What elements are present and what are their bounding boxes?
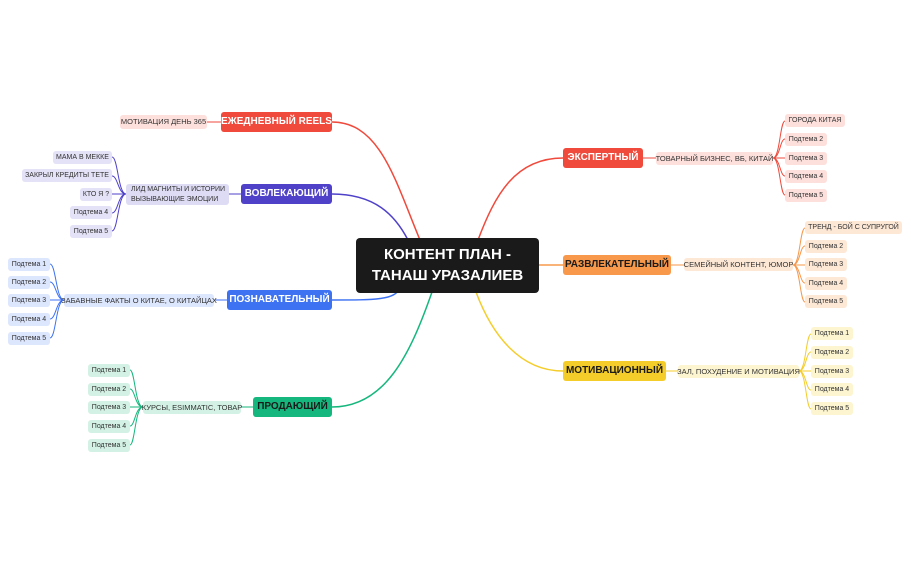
- leaf-expert-4[interactable]: Подтема 4: [785, 170, 827, 183]
- leaf-expert-2[interactable]: Подтема 2: [785, 133, 827, 146]
- leaf-motivational-2[interactable]: Подтема 2: [811, 346, 853, 359]
- leaf-selling-5[interactable]: Подтема 5: [88, 439, 130, 452]
- leaf-selling-3[interactable]: Подтема 3: [88, 401, 130, 414]
- branch-engaging[interactable]: ВОВЛЕКАЮЩИЙ: [241, 184, 332, 204]
- leaf-motivational-1[interactable]: Подтема 1: [811, 327, 853, 340]
- leaf-entertaining-5[interactable]: Подтема 5: [805, 295, 847, 308]
- root-topic[interactable]: КОНТЕНТ ПЛАН - ТАНАШ УРАЗАЛИЕВ: [356, 238, 539, 293]
- leaf-entertaining-1[interactable]: ТРЕНД - БОЙ С СУПРУГОЙ: [805, 221, 902, 234]
- leaf-engaging-2[interactable]: ЗАКРЫЛ КРЕДИТЫ ТЕТЕ: [22, 169, 112, 182]
- leaf-motivational-3[interactable]: Подтема 3: [811, 365, 853, 378]
- connector-motivational: [475, 291, 564, 372]
- leaf-cognitive-2[interactable]: Подтема 2: [8, 276, 50, 289]
- branch-daily-reels[interactable]: ЕЖЕДНЕВНЫЙ REELS: [221, 112, 332, 132]
- leaf-engaging-1[interactable]: МАМА В МЕККЕ: [53, 151, 112, 164]
- leaf-engaging-5[interactable]: Подтема 5: [70, 225, 112, 238]
- leaf-engaging-3[interactable]: КТО Я ?: [80, 188, 112, 201]
- leaf-motivational-4[interactable]: Подтема 4: [811, 383, 853, 396]
- connector-selling: [331, 291, 433, 408]
- leaf-expert-3[interactable]: Подтема 3: [785, 152, 827, 165]
- leaf-selling-2[interactable]: Подтема 2: [88, 383, 130, 396]
- sub-expert[interactable]: ТОВАРНЫЙ БИЗНЕС, ВБ, КИТАЙ: [656, 152, 773, 165]
- sub-cognitive[interactable]: ЗАБАВНЫЕ ФАКТЫ О КИТАЕ, О КИТАЙЦАХ: [61, 294, 217, 307]
- root-title-line1: КОНТЕНТ ПЛАН -: [383, 246, 512, 264]
- branch-cognitive[interactable]: ПОЗНАВАТЕЛЬНЫЙ: [227, 290, 332, 310]
- sub-engaging[interactable]: ЛИД МАГНИТЫ И ИСТОРИИ ВЫЗЫВАЮЩИЕ ЭМОЦИИ: [126, 184, 229, 205]
- leaf-cognitive-4[interactable]: Подтема 4: [8, 313, 50, 326]
- branch-selling[interactable]: ПРОДАЮЩИЙ: [253, 397, 332, 417]
- leaf-cognitive-1[interactable]: Подтема 1: [8, 258, 50, 271]
- leaf-selling-4[interactable]: Подтема 4: [88, 420, 130, 433]
- leaf-entertaining-3[interactable]: Подтема 3: [805, 258, 847, 271]
- leaf-selling-1[interactable]: Подтема 1: [88, 364, 130, 377]
- sub-motivational[interactable]: ЗАЛ, ПОХУДЕНИЕ И МОТИВАЦИЯ: [677, 365, 800, 378]
- root-title-line2: ТАНАШ УРАЗАЛИЕВ: [371, 266, 524, 284]
- sub-daily-reels[interactable]: МОТИВАЦИЯ ДЕНЬ 365: [120, 115, 207, 129]
- branch-expert[interactable]: ЭКСПЕРТНЫЙ: [563, 148, 643, 168]
- leaf-cognitive-5[interactable]: Подтема 5: [8, 332, 50, 345]
- sub-engaging-line2: ВЫЗЫВАЮЩИЕ ЭМОЦИИ: [131, 195, 219, 203]
- branch-entertaining[interactable]: РАЗВЛЕКАТЕЛЬНЫЙ: [563, 255, 671, 275]
- connector-engaging: [331, 193, 409, 241]
- leaf-expert-5[interactable]: Подтема 5: [785, 189, 827, 202]
- leaf-expert-1[interactable]: ГОРОДА КИТАЯ: [785, 114, 845, 127]
- sub-entertaining[interactable]: СЕМЕЙНЫЙ КОНТЕНТ, ЮМОР: [684, 258, 793, 271]
- leaf-motivational-5[interactable]: Подтема 5: [811, 402, 853, 415]
- sub-selling[interactable]: КУРСЫ, ESIMMATIC, ТОВАР: [142, 401, 242, 414]
- leaf-entertaining-4[interactable]: Подтема 4: [805, 277, 847, 290]
- leaf-engaging-4[interactable]: Подтема 4: [70, 206, 112, 219]
- connector-reels: [331, 121, 421, 241]
- leaf-entertaining-2[interactable]: Подтема 2: [805, 240, 847, 253]
- connector-expert: [477, 157, 564, 241]
- branch-motivational[interactable]: МОТИВАЦИОННЫЙ: [563, 361, 666, 381]
- sub-engaging-line1: ЛИД МАГНИТЫ И ИСТОРИИ: [131, 186, 226, 194]
- leaf-cognitive-3[interactable]: Подтема 3: [8, 294, 50, 307]
